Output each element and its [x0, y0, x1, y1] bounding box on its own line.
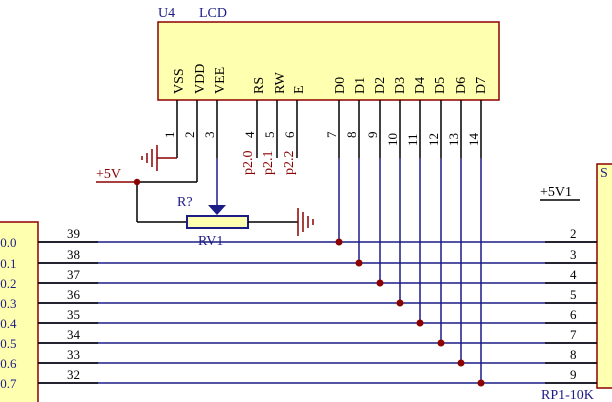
data-bus-horizontal-wires [38, 241, 597, 384]
lcd-pin-leads [176, 100, 482, 158]
mcu-port-p0-1: P0.1 [0, 256, 16, 271]
junction-d3 [396, 299, 404, 307]
lcd-pin-name-d4: D4 [413, 77, 428, 94]
lcd-name: LCD [199, 6, 227, 21]
lcd-pin-numbers: 1 2 3 4 5 6 7 8 9 10 11 12 13 14 [162, 131, 481, 146]
rpack-pin-number-9: 9 [570, 367, 577, 382]
lcd-pin-number-8: 8 [344, 132, 359, 139]
lcd-pin-name-e: E [292, 85, 307, 94]
rpack-pin-numbers: 2 3 4 5 6 7 8 9 [570, 226, 577, 382]
junction-d4 [416, 319, 424, 327]
mcu-port-p0-6: P0.6 [0, 356, 17, 371]
rpack-pin-number-2: 2 [570, 226, 577, 241]
mcu-pin-number-32: 32 [67, 367, 80, 382]
mcu-port-p0-4: P0.4 [0, 316, 17, 331]
lcd-pin-name-d1: D1 [353, 77, 368, 94]
net-label-p2-2: p2.2 [282, 151, 297, 176]
lcd-pin-number-5: 5 [262, 132, 277, 139]
mcu-port-p0-3: P0.3 [0, 296, 16, 311]
rpack-value: RP1-10K [541, 388, 594, 402]
lcd-pin-number-12: 12 [426, 133, 441, 146]
mcu-pin-number-38: 38 [67, 247, 80, 262]
lcd-pin-number-4: 4 [242, 131, 257, 138]
junction-d2 [376, 279, 384, 287]
vcc-left-junction [133, 178, 141, 186]
vss-ground-symbol [141, 145, 177, 171]
lcd-pin-names: VSS VDD VEE RS RW E D0 D1 D2 D3 D4 D5 D6… [172, 64, 489, 94]
lcd-pin-number-11: 11 [405, 133, 420, 146]
mcu-pin-leads [38, 241, 98, 384]
mcu-port-labels: P0.0 P0.1 P0.2 P0.3 P0.4 P0.5 P0.6 P0.7 [0, 235, 17, 391]
control-net-labels: p2.0 p2.1 p2.2 [241, 151, 297, 176]
wiper-arrow-icon [208, 205, 226, 215]
net-label-p2-0: p2.0 [241, 151, 256, 176]
lcd-pin-name-vss: VSS [172, 68, 187, 94]
vcc-right-label: +5V1 [540, 185, 572, 200]
pot-body [186, 215, 249, 229]
mcu-pin-number-35: 35 [67, 307, 80, 322]
vcc-left: +5V [96, 158, 198, 223]
lcd-pin-name-d3: D3 [393, 77, 408, 94]
potentiometer-rv1: R? RV1 [177, 195, 298, 249]
rpack-partial-ref: S [600, 166, 608, 181]
lcd-pin-number-9: 9 [365, 132, 380, 139]
lcd-pin-number-7: 7 [324, 131, 339, 138]
lcd-ref: U4 [158, 6, 175, 21]
rpack-body [596, 163, 612, 389]
junction-d5 [437, 339, 445, 347]
data-bus-vertical-wires [338, 158, 482, 383]
lcd-pin-name-rs: RS [252, 77, 267, 94]
mcu-port-p0-2: P0.2 [0, 276, 16, 291]
junction-d6 [457, 359, 465, 367]
lcd-pin-number-1: 1 [162, 132, 177, 139]
mcu-port-p0-7: P0.7 [0, 376, 17, 391]
lcd-pin-name-vdd: VDD [193, 64, 208, 94]
pot-ground-symbol [297, 208, 314, 236]
mcu-body [0, 221, 39, 402]
pot-ref: R? [177, 195, 193, 210]
rpack-pin-number-3: 3 [570, 247, 577, 262]
lcd-pin-name-d5: D5 [433, 77, 448, 94]
mcu-pin-number-39: 39 [67, 226, 80, 241]
junction-d1 [355, 259, 363, 267]
lcd-pin-number-13: 13 [446, 133, 461, 146]
lcd-pin-name-vee: VEE [213, 67, 228, 94]
lcd-pin-number-14: 14 [466, 133, 481, 147]
rpack-pin-leads [545, 241, 597, 384]
lcd-pin-name-d6: D6 [454, 77, 469, 94]
bus-junctions [335, 238, 485, 387]
mcu-port-p0-5: P0.5 [0, 336, 16, 351]
mcu-pin-number-33: 33 [67, 347, 80, 362]
net-label-p2-1: p2.1 [261, 151, 276, 176]
mcu-port-p0-0: P0.0 [0, 235, 16, 250]
mcu-pin-number-36: 36 [67, 287, 81, 302]
vcc-left-label: +5V [96, 167, 121, 182]
lcd-pin-name-d0: D0 [333, 77, 348, 94]
lcd-pin-number-10: 10 [385, 133, 400, 146]
lcd-pin-number-2: 2 [182, 132, 197, 139]
lcd-pin-name-d7: D7 [474, 77, 489, 94]
mcu-pin-number-37: 37 [67, 267, 81, 282]
mcu-pin-numbers: 39 38 37 36 35 34 33 32 [67, 226, 81, 382]
rpack-pin-number-8: 8 [570, 347, 577, 362]
rpack-pin-number-6: 6 [570, 307, 577, 322]
lcd-pin-name-d2: D2 [373, 77, 388, 94]
junction-d7 [477, 379, 485, 387]
lcd-pin-number-3: 3 [202, 132, 217, 139]
lcd-body [157, 21, 500, 101]
vcc-right: +5V1 [540, 185, 580, 201]
lcd-pin-name-rw: RW [273, 71, 288, 94]
mcu-pin-number-34: 34 [67, 327, 81, 342]
lcd-pin-number-6: 6 [282, 131, 297, 138]
rpack-pin-number-5: 5 [570, 287, 577, 302]
junction-d0 [335, 238, 343, 246]
rpack-pin-number-4: 4 [570, 267, 577, 282]
rpack-pin-number-7: 7 [570, 327, 577, 342]
